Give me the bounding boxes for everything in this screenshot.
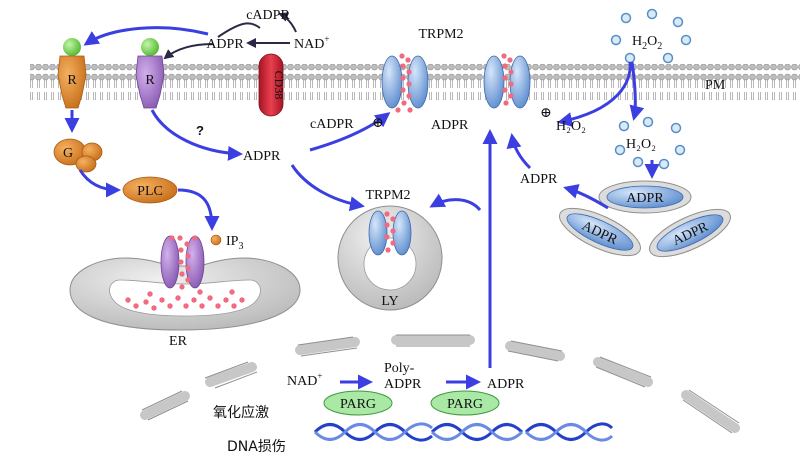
pm-label: PM [705, 78, 726, 93]
ly-label: LY [381, 294, 398, 309]
question-mark: ? [196, 123, 204, 138]
nad-bottom-plus: + [317, 371, 322, 381]
plc-label: PLC [137, 184, 163, 199]
adpr-nucleus-label: ADPR [487, 377, 525, 392]
ip3-label: IP [226, 234, 239, 249]
ligand-green-icon [63, 38, 81, 56]
cadpr-mid-label: cADPR [310, 117, 354, 132]
adpr-pm-label: ADPR [431, 118, 469, 133]
h2o2-mid2-label: H₂O₂ [626, 137, 656, 152]
h2o2-bubbles-intracellular [614, 116, 686, 170]
mitochondrion-right: ADPR [649, 208, 731, 258]
h2o2-mid-label: H₂O₂ [556, 119, 586, 134]
h2o2-bubbles-extracellular [610, 8, 692, 64]
plus-circle-icon: ⊕ [372, 116, 384, 131]
er-label: ER [169, 334, 188, 349]
pathway-arrows [64, 12, 660, 390]
oxidative-stress-label: 氧化应激 [213, 404, 269, 421]
adpr-mito-label: ADPR [520, 172, 558, 187]
ligand-green-icon [141, 38, 159, 56]
adpr-label: ADPR [206, 37, 244, 52]
svg-text:NAD+: NAD+ [287, 371, 322, 389]
g-label: G [63, 146, 73, 161]
nad-bottom-label: NAD [287, 374, 317, 389]
h2o2-sub: 2 [642, 41, 647, 52]
trpm2-channel-pm-left [381, 53, 429, 113]
nuclear-envelope [140, 335, 740, 433]
mitochondrion-top: ADPR [598, 180, 692, 214]
dna-damage-label: DNA损伤 [227, 439, 286, 455]
trpm2-channel-pm-right [483, 53, 531, 109]
receptor-label: R [67, 73, 77, 88]
receptor-purple: R [135, 38, 165, 109]
parg-label: PARG [340, 397, 376, 412]
svg-text:H2O2: H2O2 [632, 34, 662, 52]
h2o2-o: O [647, 34, 657, 49]
parg-label: PARG [447, 397, 483, 412]
endoplasmic-reticulum: ER [69, 235, 301, 349]
receptor-label: R [145, 73, 155, 88]
trpm2-ly-label: TRPM2 [365, 188, 410, 203]
svg-text:NAD+: NAD+ [294, 34, 329, 52]
mitochondrion-left: ADPR [559, 207, 641, 257]
h2o2-h: H [632, 34, 642, 49]
poly-label: Poly- [384, 361, 415, 376]
parg-enzyme-2: PARG [430, 390, 500, 416]
svg-text:IP3: IP3 [226, 234, 243, 252]
lysosome: LY [337, 205, 443, 311]
trpm2-pm-label: TRPM2 [418, 27, 463, 42]
poly-adpr-label: ADPR [384, 377, 422, 392]
mito-adpr-label: ADPR [626, 191, 664, 206]
calcium-ions-er [125, 289, 245, 311]
ip3-sub: 3 [238, 241, 243, 252]
adpr-cytosol-label: ADPR [243, 149, 281, 164]
g-protein: G [53, 138, 103, 173]
nad-plus: + [324, 34, 329, 44]
parg-enzyme-1: PARG [323, 390, 393, 416]
plc-enzyme: PLC [122, 176, 178, 204]
cd38-enzyme: CD38 [258, 53, 286, 117]
cd38-label: CD38 [272, 71, 286, 100]
dna-double-helix-icon [313, 422, 614, 442]
receptor-orange: R [57, 38, 87, 109]
plus-circle-icon: ⊕ [540, 106, 552, 121]
h2o2-sub: 2 [657, 41, 662, 52]
nuclear-envelope-outline [141, 334, 740, 434]
nad-label: NAD [294, 37, 324, 52]
ip3-molecule: IP3 [210, 234, 243, 252]
cadpr-label: cADPR [246, 8, 290, 23]
